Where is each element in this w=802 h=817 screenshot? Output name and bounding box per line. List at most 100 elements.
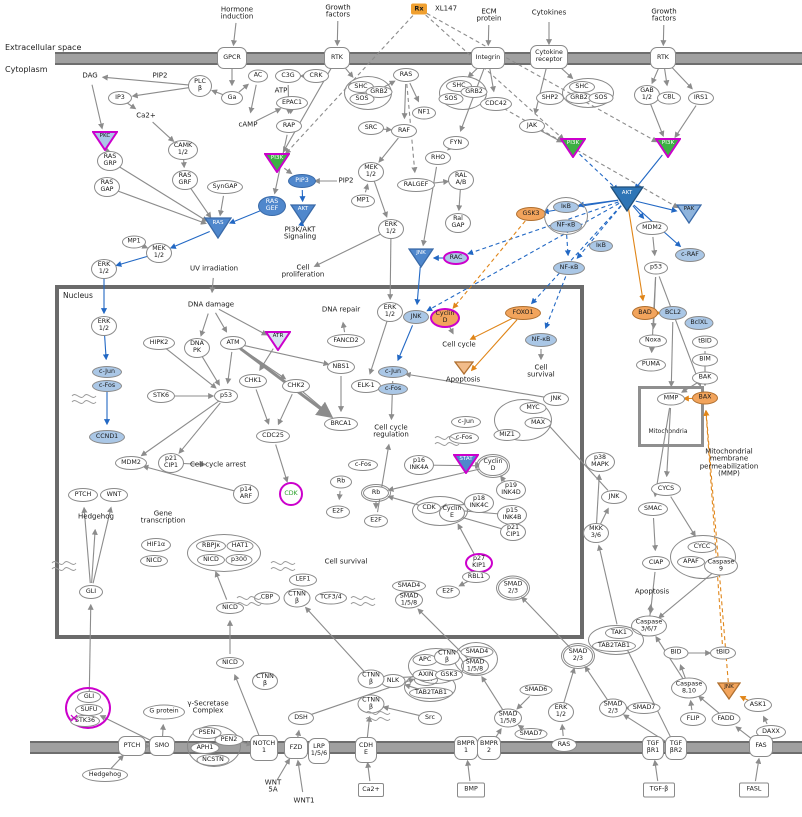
bak[interactable]: BAK	[692, 371, 718, 385]
hat1[interactable]: HAT1	[226, 540, 254, 552]
nicd-2[interactable]: NICD	[197, 554, 225, 566]
bim[interactable]: BIM	[692, 353, 718, 367]
apaf[interactable]: APAF	[677, 556, 705, 568]
rap[interactable]: RAP	[276, 119, 302, 133]
c-fos-4[interactable]: c-Fos	[449, 432, 479, 444]
mp1-2[interactable]: MP1	[122, 235, 146, 249]
ctnnb-4[interactable]: CTNN β	[434, 648, 460, 666]
epac1[interactable]: EPAC1	[276, 96, 308, 110]
c-jun-3[interactable]: c-Jun	[451, 416, 481, 428]
tab2tab1-2[interactable]: TAB2TAB1	[409, 687, 453, 699]
stk6[interactable]: STK6	[147, 389, 175, 403]
ralgef[interactable]: RALGEF	[397, 178, 435, 192]
rac[interactable]: RAC	[443, 251, 469, 265]
p14-arf[interactable]: p14 ARF	[233, 484, 259, 504]
rtk-2[interactable]: RTK	[650, 47, 676, 69]
ptch-2[interactable]: PTCH	[118, 736, 146, 756]
nfkb-1[interactable]: NF-κB	[550, 219, 582, 233]
apc[interactable]: APC	[412, 654, 438, 666]
rb-1[interactable]: Rb	[330, 475, 352, 489]
cycc[interactable]: CYCC	[687, 541, 717, 553]
mek-2[interactable]: MEK 1/2	[146, 243, 172, 263]
mp1-1[interactable]: MP1	[351, 194, 375, 208]
sufu[interactable]: SUFU	[75, 704, 103, 716]
c-fos-3[interactable]: c-Fos	[348, 459, 378, 471]
smad158-3[interactable]: SMAD 1/5/8	[461, 657, 489, 675]
pkc[interactable]: PKC	[92, 131, 118, 151]
jnk-5[interactable]: JNK	[601, 490, 627, 504]
pen2[interactable]: PEN2	[214, 734, 244, 746]
rtk-1[interactable]: RTK	[324, 47, 350, 69]
pip3[interactable]: PIP3	[288, 174, 316, 188]
cbp[interactable]: CBP	[254, 591, 280, 605]
ga[interactable]: Ga	[221, 91, 243, 105]
rbl1[interactable]: RBL1	[462, 571, 490, 583]
elk-1[interactable]: ELK-1	[351, 379, 381, 393]
src-1[interactable]: SRC	[358, 121, 384, 135]
smo[interactable]: SMO	[149, 736, 175, 756]
chk2[interactable]: CHK2	[282, 379, 310, 393]
hipk2[interactable]: HIPK2	[143, 336, 175, 350]
erk-2[interactable]: ERK 1/2	[91, 259, 117, 279]
c-fos-1[interactable]: c-Fos	[92, 380, 122, 392]
ccnd1[interactable]: CCND1	[89, 430, 125, 444]
ca2-2[interactable]: Ca2+	[358, 783, 384, 797]
smad158-1[interactable]: SMAD 1/5/8	[395, 591, 423, 609]
bax[interactable]: BAX	[692, 391, 718, 405]
myc[interactable]: MYC	[519, 402, 547, 414]
cbl[interactable]: CBL	[657, 91, 681, 105]
cdk-1[interactable]: CDK	[279, 482, 303, 506]
ctnnb-5[interactable]: CTNN β	[252, 672, 278, 690]
p53-1[interactable]: p53	[644, 261, 668, 275]
ctnnb-1[interactable]: CTNN β	[283, 588, 311, 608]
g-protein[interactable]: G protein	[143, 704, 185, 720]
nfkb-2[interactable]: NF-κB	[553, 261, 585, 275]
stat[interactable]: STAT	[453, 454, 479, 474]
fasl[interactable]: FASL	[739, 782, 769, 798]
src-2[interactable]: Src	[418, 711, 442, 725]
pi3k-1[interactable]: PI3K	[264, 153, 290, 173]
apoptosis-tri[interactable]	[454, 361, 474, 375]
miz1[interactable]: MIZ1	[493, 429, 521, 441]
p19-ink4d[interactable]: p19 INK4D	[496, 480, 526, 500]
rbpjk[interactable]: RBPJκ	[196, 540, 226, 552]
nicd-4[interactable]: NICD	[216, 657, 244, 669]
e2f-1[interactable]: E2F	[326, 505, 350, 519]
bclxl[interactable]: BclXL	[684, 316, 714, 330]
smad4-1[interactable]: SMAD4	[392, 580, 426, 592]
p27-kip1[interactable]: p27 KIP1	[465, 553, 493, 573]
ras-gap[interactable]: RAS GAP	[94, 177, 120, 197]
smad7-2[interactable]: SMAD7	[514, 728, 548, 740]
cdh-e[interactable]: CDH E	[355, 737, 377, 763]
c-fos-2[interactable]: c-Fos	[378, 383, 408, 395]
smad158-2[interactable]: SMAD 1/5/8	[494, 708, 522, 728]
c-raf[interactable]: c-RAF	[675, 248, 705, 262]
gsk3-1[interactable]: GSK3	[516, 207, 546, 221]
p21-2[interactable]: p21 CIP1	[500, 523, 526, 541]
p53-2[interactable]: p53	[214, 389, 238, 403]
gli-1[interactable]: GLI	[79, 585, 103, 599]
p38-mapk[interactable]: p38 MAPK	[585, 452, 615, 472]
nbs1[interactable]: NBS1	[327, 360, 355, 374]
rx-badge[interactable]: Rx	[411, 3, 427, 15]
tbid-2[interactable]: tBID	[710, 646, 736, 660]
jak[interactable]: JAK	[519, 119, 545, 133]
smad7-1[interactable]: SMAD7	[627, 702, 661, 714]
aph1[interactable]: APH1	[190, 742, 220, 754]
mdm2-2[interactable]: MDM2	[115, 456, 147, 470]
fyn[interactable]: FYN	[443, 136, 469, 150]
nicd-3[interactable]: NICD	[216, 602, 244, 614]
c-jun-2[interactable]: c-Jun	[378, 366, 408, 378]
sos-1[interactable]: SOS	[349, 93, 375, 105]
pi3k-2[interactable]: PI3K	[560, 138, 586, 158]
hedgehog-2[interactable]: Hedgehog	[82, 768, 128, 782]
psen[interactable]: PSEN	[192, 727, 222, 739]
ptch-1[interactable]: PTCH	[68, 488, 98, 502]
stk36[interactable]: STK36	[70, 715, 100, 727]
tgfbr1[interactable]: TGF βR1	[642, 736, 664, 760]
wnt-1[interactable]: WNT	[100, 488, 128, 502]
dna-pk[interactable]: DNA PK	[184, 338, 210, 358]
jnk-2[interactable]: JNK	[403, 310, 429, 324]
e2f-3[interactable]: E2F	[436, 585, 460, 599]
fas[interactable]: FAS	[749, 735, 773, 757]
